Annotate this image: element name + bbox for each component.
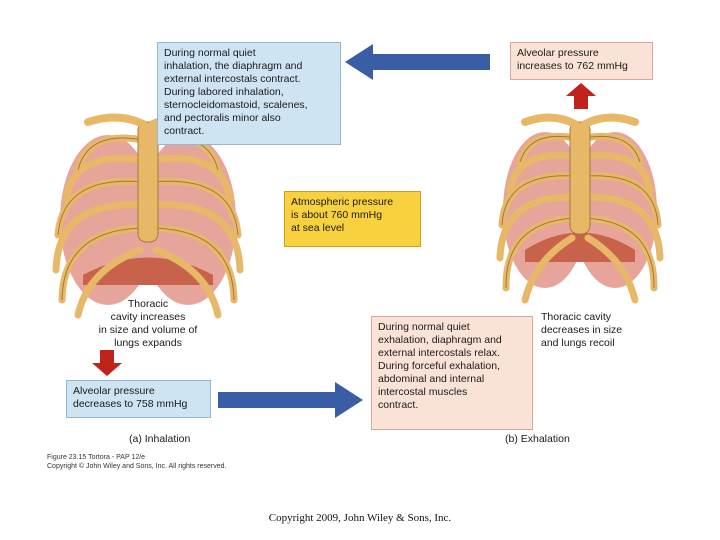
- thoracic-decrease-label: Thoracic cavity decreases in size and lu…: [541, 311, 623, 349]
- left-sternum: [137, 121, 159, 243]
- ribcage-inhalation-illustration: [52, 113, 244, 319]
- copyright-footer: Copyright 2009, John Wiley & Sons, Inc.: [268, 512, 452, 524]
- arrow-down-red: [92, 350, 122, 376]
- exhalation-muscles-box: During normal quiet exhalation, diaphrag…: [371, 316, 533, 430]
- right-sternum: [569, 121, 591, 235]
- arrow-up-red: [566, 83, 596, 109]
- exhalation-caption: (b) Exhalation: [505, 433, 570, 445]
- thoracic-increase-label: Thoracic cavity increases in size and vo…: [98, 298, 198, 349]
- arrow-top-left: [345, 44, 490, 80]
- right-clavicles: [521, 113, 639, 128]
- alveolar-decrease-box: Alveolar pressure decreases to 758 mmHg: [66, 380, 211, 418]
- arrow-bottom-right: [218, 382, 363, 418]
- alveolar-increase-box: Alveolar pressure increases to 762 mmHg: [510, 42, 653, 80]
- inhalation-muscles-box: During normal quiet inhalation, the diap…: [157, 42, 341, 145]
- figure-credit: Figure 23.15 Tortora - PAP 12/e Copyrigh…: [47, 454, 227, 470]
- ribcage-exhalation-illustration: [496, 113, 664, 304]
- right-rib-edges: [501, 135, 659, 289]
- atmospheric-pressure-box: Atmospheric pressure is about 760 mmHg a…: [284, 191, 421, 247]
- inhalation-caption: (a) Inhalation: [129, 433, 191, 445]
